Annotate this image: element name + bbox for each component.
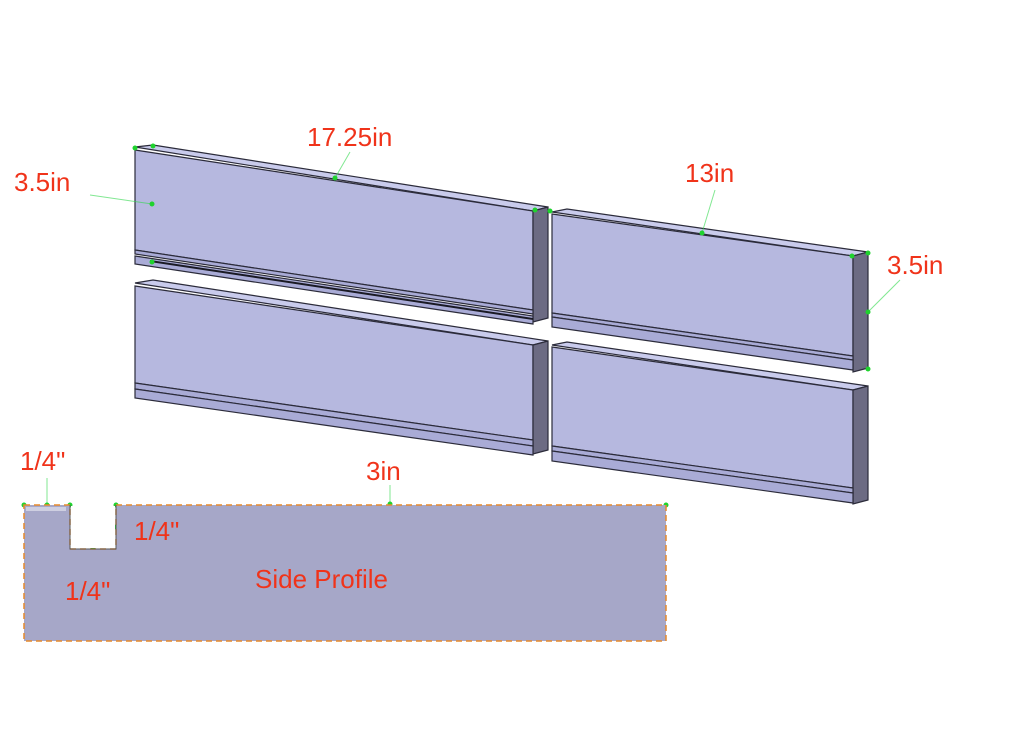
label-short-board-length: 13in	[685, 158, 734, 188]
profile-notch	[71, 506, 115, 548]
label-board-height-left: 3.5in	[14, 167, 70, 197]
label-board-length: 17.25in	[307, 122, 392, 152]
board-long-bottom	[134, 279, 549, 456]
board-short-top	[551, 208, 869, 373]
board-short-bottom	[551, 341, 869, 505]
label-profile-width: 3in	[366, 456, 401, 486]
label-notch-width: 1/4"	[20, 446, 65, 476]
board-long-top	[134, 144, 549, 325]
label-notch-depth: 1/4"	[134, 516, 179, 546]
side-profile	[23, 504, 667, 642]
label-short-board-height: 3.5in	[887, 250, 943, 280]
label-side-profile: Side Profile	[255, 564, 388, 594]
label-notch-offset: 1/4"	[65, 576, 110, 606]
dimension-leaders	[46, 151, 901, 568]
